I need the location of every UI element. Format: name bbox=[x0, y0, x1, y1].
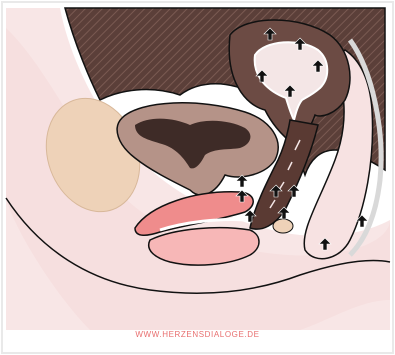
watermark-text: WWW.HERZENSDIALOGE.DE bbox=[0, 330, 395, 339]
perineal-bump bbox=[273, 219, 293, 233]
